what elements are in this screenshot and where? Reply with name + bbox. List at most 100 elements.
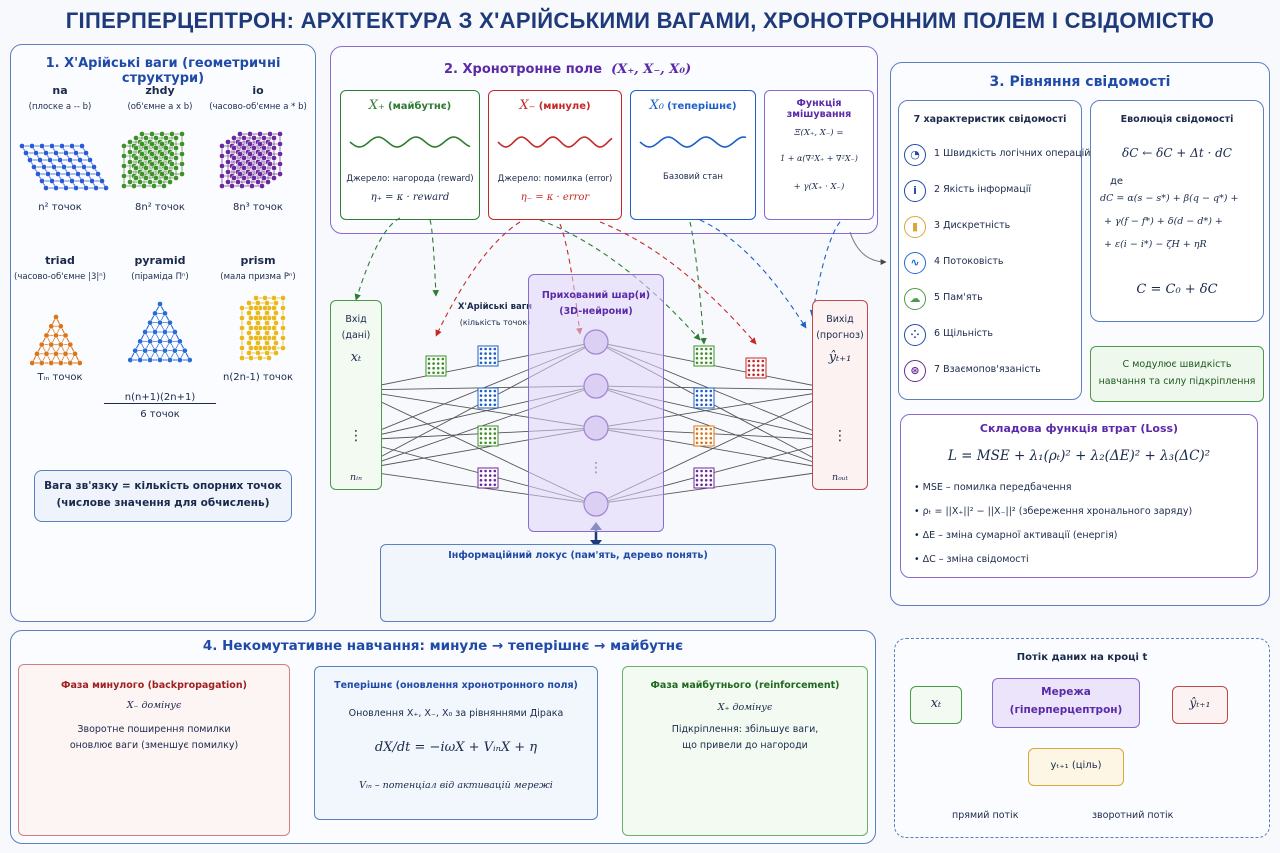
weight-icon-dot <box>479 389 483 393</box>
lattice-zhdy-node <box>153 175 159 181</box>
lattice-io-node <box>261 175 267 181</box>
lattice-zhdy-node <box>173 155 179 161</box>
field-arrow <box>429 219 440 297</box>
lattice-na-node <box>103 185 109 191</box>
lattice-zhdy-node <box>169 151 175 157</box>
lattice-prism-node <box>239 305 245 311</box>
lattice-zhdy-node <box>163 165 169 171</box>
lattice-na-node <box>51 164 57 170</box>
lattice-io-node <box>219 173 225 179</box>
lattice-prism-node <box>253 325 259 331</box>
weight-icon-dot <box>432 357 435 361</box>
weight-icon-dot <box>479 352 483 355</box>
lattice-prism-node <box>271 305 277 311</box>
locus-title: Інформаційний локус (пам'ять, дерево пон… <box>448 550 708 561</box>
lattice-prism-node <box>253 305 259 311</box>
present-l2: Vᵢₙ – потенціал від активацій мережі <box>359 780 553 791</box>
lattice-zhdy-node <box>169 131 175 137</box>
weight-icon-dot <box>436 357 440 361</box>
lattice-prism-node <box>246 350 252 356</box>
lattice-triad-node <box>43 350 50 357</box>
flow-target-box <box>1028 748 1124 786</box>
chrono-card-eq-1: η₋ = κ · error <box>520 192 590 203</box>
weight-icon-dot <box>479 478 483 482</box>
lattice-na-node <box>43 150 49 156</box>
weight-icon-dot <box>488 432 492 435</box>
weight-icon-dot <box>700 389 703 393</box>
weight-icon-dot <box>484 361 487 365</box>
weight-icon-dot <box>695 394 699 397</box>
lattice-zhdy-node <box>159 141 165 147</box>
weight-sub-pyramid: (піраміда Πⁿ) <box>131 272 189 282</box>
chrono-card-0 <box>340 90 480 220</box>
char-item: 3 Дискретність <box>934 220 1011 231</box>
weight-count-num-pyramid: n(n+1)(2n+1) <box>104 392 216 404</box>
lattice-zhdy-node <box>139 171 145 177</box>
past-l1: Зворотне поширення помилки <box>77 724 231 735</box>
weight-icon-dot <box>695 347 699 351</box>
weight-icon-dot <box>709 389 713 393</box>
lattice-zhdy-node <box>149 171 155 177</box>
lattice-na-node <box>83 185 89 191</box>
arrow-to-consciousness <box>849 231 887 265</box>
weight-icon-dot <box>709 441 713 445</box>
input-box <box>330 300 382 490</box>
lattice-pyramid-node <box>167 338 173 345</box>
lattice-zhdy-node <box>121 173 127 179</box>
lattice-prism-node <box>246 340 252 346</box>
weight-icon-dot <box>488 394 492 397</box>
flow-legend-fwd: прямий потік <box>952 810 1019 821</box>
weight-icon-dot <box>484 441 487 445</box>
weight-icon-dot <box>704 483 708 487</box>
lattice-io-node <box>257 171 263 177</box>
chrono-card-1 <box>488 90 622 220</box>
output-n: nₒᵤₜ <box>832 472 848 483</box>
lattice-pyramid-node <box>162 347 168 354</box>
hidden-head: Прихований шар(и) <box>541 290 651 301</box>
lattice-prism-node <box>253 315 259 321</box>
weight-icon-dot <box>488 469 492 473</box>
weight-icon-dot <box>484 398 487 402</box>
weight-icon-dot <box>756 364 760 367</box>
weight-icon-dot <box>479 394 483 397</box>
lattice-na-node <box>79 178 85 184</box>
weight-note-box <box>34 470 292 522</box>
loss-eq: L = MSE + λ₁(ρₜ)² + λ₂(ΔE)² + λ₃(ΔC)² <box>947 448 1211 464</box>
lattice-na-node <box>87 157 93 163</box>
panel-weights-title: 1. Х'Арійські ваги (геометричні структур… <box>45 56 281 86</box>
weight-icon-dot <box>695 469 699 473</box>
future-box <box>622 666 868 836</box>
lattice-pyramid-node <box>157 338 163 345</box>
weight-icon-dot <box>493 352 497 355</box>
lattice-prism-node <box>253 345 259 351</box>
lattice-na-node <box>63 150 69 156</box>
weight-icon-dot <box>704 403 708 407</box>
lattice-zhdy-node <box>143 135 149 141</box>
lattice-triad-node <box>48 323 55 330</box>
weight-icon-dot <box>479 356 483 360</box>
lattice-zhdy-node <box>149 151 155 157</box>
lattice-prism-node <box>262 335 268 341</box>
lattice-io-node <box>219 143 225 149</box>
lattice-triad-node <box>38 360 45 366</box>
lattice-zhdy-node <box>179 161 185 167</box>
weight-icon-dot <box>709 403 713 407</box>
lattice-zhdy-node <box>127 139 133 145</box>
evolution-box <box>1090 100 1264 322</box>
lattice-triad-node <box>72 350 78 357</box>
weight-icon-dot <box>488 478 492 482</box>
lattice-triad-node <box>67 360 74 366</box>
lattice-prism-node <box>262 345 268 351</box>
weight-icon-dot <box>484 352 487 355</box>
lattice-pyramid-node <box>152 310 158 317</box>
lattice-na-node <box>29 143 35 149</box>
flow-legend-back: зворотний потік <box>1092 810 1174 821</box>
weight-icon-dot <box>493 474 497 477</box>
lattice-prism-node <box>239 345 245 351</box>
input-head: Вхід <box>345 314 367 325</box>
lattice-io-node <box>251 175 257 181</box>
weight-icon-dot <box>709 469 713 473</box>
weight-icon-dot <box>709 478 713 482</box>
weight-sub-io: (часово-об'ємне a * b) <box>209 102 307 112</box>
lattice-zhdy-node <box>127 149 133 155</box>
